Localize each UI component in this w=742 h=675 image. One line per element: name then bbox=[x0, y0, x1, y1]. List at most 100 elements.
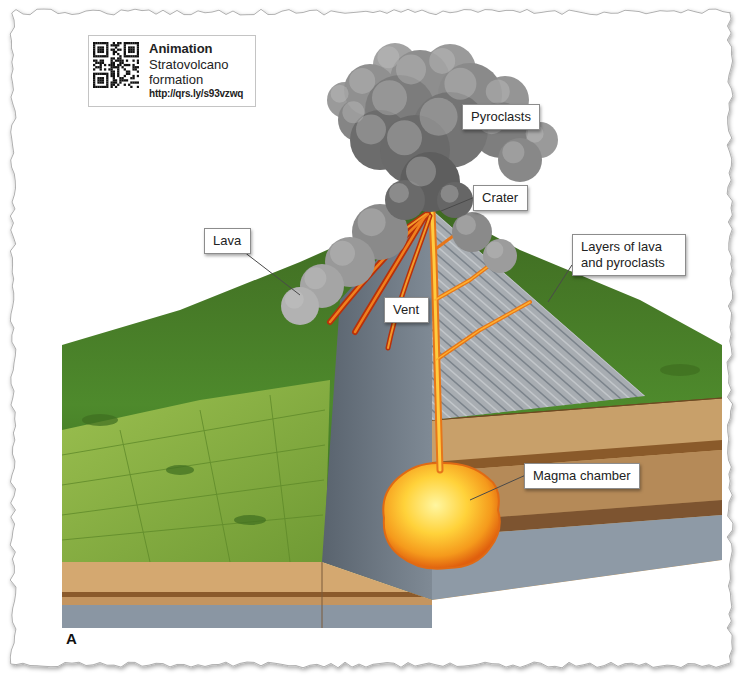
qr-module bbox=[135, 81, 137, 83]
qr-module bbox=[137, 75, 139, 77]
strata-stripe bbox=[300, 0, 720, 317]
qr-module bbox=[95, 73, 97, 75]
qr-module bbox=[113, 62, 115, 64]
qr-module bbox=[124, 51, 126, 53]
ash-puff bbox=[281, 287, 319, 325]
qr-module bbox=[117, 70, 119, 72]
strata-stripe bbox=[300, 0, 720, 325]
label-text: Vent bbox=[393, 302, 420, 318]
qr-module bbox=[119, 55, 121, 57]
qr-module bbox=[100, 51, 102, 53]
qr-module bbox=[102, 79, 104, 81]
qr-module bbox=[126, 55, 128, 57]
qr-module bbox=[104, 55, 106, 57]
qr-module bbox=[119, 57, 121, 59]
qr-module bbox=[132, 64, 134, 66]
qr-module bbox=[102, 86, 104, 88]
qr-module bbox=[126, 73, 128, 75]
ash-highlight bbox=[331, 85, 349, 103]
qr-module bbox=[93, 79, 95, 81]
qr-module bbox=[113, 51, 115, 53]
qr-module bbox=[113, 75, 115, 77]
qr-module bbox=[113, 57, 115, 59]
qr-module bbox=[132, 60, 134, 62]
qr-module bbox=[106, 81, 108, 83]
ash-highlight bbox=[486, 242, 503, 259]
ash-highlight bbox=[356, 115, 386, 145]
qr-module bbox=[111, 60, 113, 62]
qr-module bbox=[121, 66, 123, 68]
qr-module bbox=[102, 42, 104, 44]
qr-module bbox=[100, 73, 102, 75]
qr-module bbox=[119, 81, 121, 83]
qr-module bbox=[132, 42, 134, 44]
ash-highlight bbox=[377, 46, 399, 68]
qr-module bbox=[128, 42, 130, 44]
label-text: Magma chamber bbox=[533, 468, 631, 484]
qr-module bbox=[104, 86, 106, 88]
qr-module bbox=[111, 49, 113, 51]
qr-module bbox=[93, 84, 95, 86]
qr-module bbox=[104, 68, 106, 70]
qr-module bbox=[132, 55, 134, 57]
qr-module bbox=[111, 75, 113, 77]
qr-module bbox=[121, 62, 123, 64]
qr-module bbox=[128, 70, 130, 72]
qr-module bbox=[132, 77, 134, 79]
label-text: http://qrs.ly/s93vzwq bbox=[149, 88, 245, 100]
qr-module bbox=[137, 42, 139, 44]
ash-puff bbox=[437, 182, 473, 218]
part-label: Magma chamber bbox=[524, 463, 640, 489]
qr-module bbox=[97, 62, 99, 64]
qr-module bbox=[97, 55, 99, 57]
qr-module bbox=[132, 51, 134, 53]
qr-module bbox=[119, 64, 121, 66]
qr-module bbox=[95, 66, 97, 68]
qr-module bbox=[137, 66, 139, 68]
ash-highlight bbox=[358, 208, 386, 236]
qr-module bbox=[100, 64, 102, 66]
qr-module bbox=[119, 60, 121, 62]
qr-module bbox=[115, 79, 117, 81]
qr-module bbox=[111, 86, 113, 88]
label-text: Layers of lava and pyroclasts bbox=[581, 239, 677, 270]
qr-module bbox=[113, 81, 115, 83]
qr-code bbox=[93, 42, 139, 88]
qr-module bbox=[93, 42, 95, 44]
qr-module bbox=[137, 60, 139, 62]
qr-module bbox=[102, 77, 104, 79]
qr-module bbox=[93, 68, 95, 70]
qr-module bbox=[106, 49, 108, 51]
strata-stripe bbox=[300, 0, 720, 269]
qr-module bbox=[97, 79, 99, 81]
qr-module bbox=[130, 81, 132, 83]
qr-module bbox=[93, 53, 95, 55]
qr-module bbox=[137, 55, 139, 57]
qr-module bbox=[132, 66, 134, 68]
qr-module bbox=[95, 60, 97, 62]
qr-module bbox=[117, 53, 119, 55]
qr-module bbox=[115, 66, 117, 68]
qr-module bbox=[113, 49, 115, 51]
qr-module bbox=[137, 51, 139, 53]
qr-module bbox=[106, 86, 108, 88]
qr-module bbox=[97, 73, 99, 75]
qr-module bbox=[93, 64, 95, 66]
qr-module bbox=[130, 51, 132, 53]
qr-module bbox=[104, 73, 106, 75]
qr-module bbox=[100, 81, 102, 83]
qr-module bbox=[119, 79, 121, 81]
qr-module bbox=[111, 84, 113, 86]
qr-module bbox=[108, 64, 110, 66]
qr-module bbox=[97, 66, 99, 68]
qr-module bbox=[130, 86, 132, 88]
qr-module bbox=[113, 84, 115, 86]
qr-module bbox=[119, 49, 121, 51]
qr-module bbox=[132, 49, 134, 51]
qr-module bbox=[128, 49, 130, 51]
qr-module bbox=[100, 49, 102, 51]
qr-module bbox=[126, 60, 128, 62]
qr-module bbox=[113, 42, 115, 44]
ash-highlight bbox=[285, 290, 304, 309]
qr-module bbox=[117, 44, 119, 46]
